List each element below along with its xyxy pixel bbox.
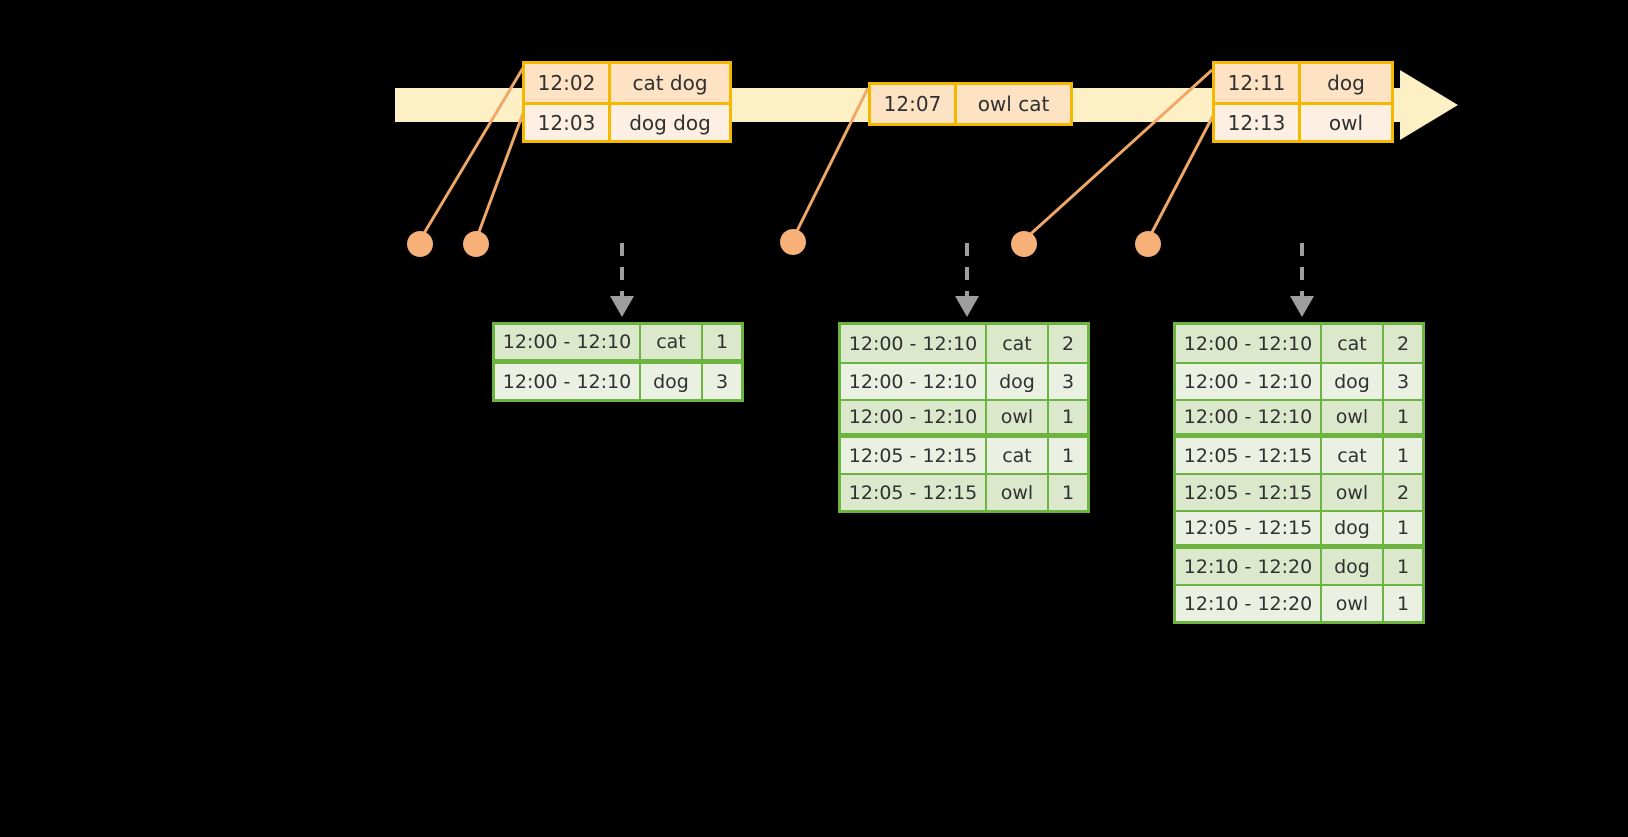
table-row[interactable]: 12:00 - 12:10 cat 2 (841, 325, 1087, 362)
cell-window: 12:00 - 12:10 (841, 364, 987, 399)
cell-key: dog (641, 364, 703, 399)
event-row[interactable]: 12:13 owl (1215, 102, 1391, 140)
connector-line-3 (791, 87, 870, 240)
cell-window: 12:00 - 12:10 (841, 401, 987, 433)
stream-dot-4 (1011, 231, 1037, 257)
table-row[interactable]: 12:00 - 12:10 dog 3 (495, 362, 741, 399)
table-row[interactable]: 12:10 - 12:20 dog 1 (1176, 547, 1422, 584)
stream-dots (407, 229, 1161, 257)
table-row[interactable]: 12:05 - 12:15 owl 2 (1176, 473, 1422, 510)
connector-line-1 (418, 67, 525, 241)
emit-arrows (610, 243, 1314, 317)
emit-arrow-1 (610, 243, 634, 317)
cell-key: cat (641, 325, 703, 359)
table-row[interactable]: 12:00 - 12:10 owl 1 (1176, 399, 1422, 436)
cell-key: dog (1322, 364, 1384, 399)
event-group-3[interactable]: 12:11 dog 12:13 owl (1212, 61, 1394, 143)
event-payload: cat dog (632, 71, 708, 95)
cell-key: cat (1322, 438, 1384, 473)
event-row[interactable]: 12:03 dog dog (525, 102, 729, 140)
cell-key: cat (987, 438, 1049, 473)
cell-window: 12:10 - 12:20 (1176, 549, 1322, 584)
cell-count: 1 (1396, 555, 1410, 578)
cell-key: owl (1322, 586, 1384, 621)
cell-window: 12:00 - 12:10 (1176, 364, 1322, 399)
cell-count: 3 (715, 370, 729, 393)
cell-window: 12:00 - 12:10 (1176, 325, 1322, 362)
stream-dot-3 (780, 229, 806, 255)
result-table-2[interactable]: 12:00 - 12:10 cat 2 12:00 - 12:10 dog 3 … (838, 322, 1090, 513)
event-time: 12:03 (525, 105, 611, 140)
event-payload: owl cat (977, 92, 1050, 116)
cell-key: dog (1322, 512, 1384, 544)
cell-window: 12:00 - 12:10 (841, 325, 987, 362)
cell-window: 12:05 - 12:15 (841, 438, 987, 473)
connector-line-2 (474, 107, 527, 241)
cell-count: 1 (715, 331, 729, 353)
table-row[interactable]: 12:05 - 12:15 owl 1 (841, 473, 1087, 510)
cell-count: 3 (1061, 370, 1075, 393)
emit-arrow-3 (1290, 243, 1314, 317)
table-row[interactable]: 12:00 - 12:10 dog 3 (841, 362, 1087, 399)
table-row[interactable]: 12:00 - 12:10 cat 1 (495, 325, 741, 362)
table-row[interactable]: 12:05 - 12:15 cat 1 (1176, 436, 1422, 473)
event-time: 12:13 (1215, 105, 1301, 140)
cell-key: dog (987, 364, 1049, 399)
stream-dot-1 (407, 231, 433, 257)
cell-key: owl (987, 401, 1049, 433)
event-row[interactable]: 12:07 owl cat (871, 85, 1070, 123)
table-row[interactable]: 12:00 - 12:10 owl 1 (841, 399, 1087, 436)
cell-count: 1 (1061, 481, 1075, 504)
table-row[interactable]: 12:00 - 12:10 dog 3 (1176, 362, 1422, 399)
cell-count: 1 (1396, 517, 1410, 539)
event-time: 12:11 (1215, 64, 1301, 102)
event-time: 12:07 (871, 85, 957, 123)
cell-count: 2 (1396, 481, 1410, 504)
result-table-3[interactable]: 12:00 - 12:10 cat 2 12:00 - 12:10 dog 3 … (1173, 322, 1425, 624)
cell-window: 12:05 - 12:15 (841, 475, 987, 510)
cell-window: 12:00 - 12:10 (1176, 401, 1322, 433)
event-group-1[interactable]: 12:02 cat dog 12:03 dog dog (522, 61, 732, 143)
cell-key: cat (1322, 325, 1384, 362)
table-row[interactable]: 12:05 - 12:15 dog 1 (1176, 510, 1422, 547)
cell-window: 12:10 - 12:20 (1176, 586, 1322, 621)
cell-key: owl (987, 475, 1049, 510)
cell-count: 3 (1396, 370, 1410, 393)
event-group-2[interactable]: 12:07 owl cat (868, 82, 1073, 126)
event-row[interactable]: 12:11 dog (1215, 64, 1391, 102)
cell-count: 1 (1061, 444, 1075, 467)
stream-dot-5 (1135, 231, 1161, 257)
cell-key: cat (987, 325, 1049, 362)
emit-arrow-2 (955, 243, 979, 317)
table-row[interactable]: 12:00 - 12:10 cat 2 (1176, 325, 1422, 362)
cell-count: 2 (1396, 332, 1410, 355)
cell-key: owl (1322, 401, 1384, 433)
cell-count: 2 (1061, 332, 1075, 355)
cell-window: 12:00 - 12:10 (495, 364, 641, 399)
result-table-1[interactable]: 12:00 - 12:10 cat 1 12:00 - 12:10 dog 3 (492, 322, 744, 402)
connector-line-5 (1146, 111, 1217, 241)
event-row[interactable]: 12:02 cat dog (525, 64, 729, 102)
cell-count: 1 (1396, 592, 1410, 615)
event-payload: owl (1328, 110, 1364, 135)
event-payload: dog (1327, 71, 1365, 95)
table-row[interactable]: 12:10 - 12:20 owl 1 (1176, 584, 1422, 621)
cell-window: 12:05 - 12:15 (1176, 438, 1322, 473)
cell-count: 1 (1396, 406, 1410, 428)
table-row[interactable]: 12:05 - 12:15 cat 1 (841, 436, 1087, 473)
cell-count: 1 (1396, 444, 1410, 467)
cell-count: 1 (1061, 406, 1075, 428)
stream-dot-2 (463, 231, 489, 257)
event-payload: dog dog (629, 110, 711, 135)
cell-key: owl (1322, 475, 1384, 510)
cell-window: 12:05 - 12:15 (1176, 512, 1322, 544)
event-time: 12:02 (525, 64, 611, 102)
cell-window: 12:00 - 12:10 (495, 325, 641, 359)
cell-window: 12:05 - 12:15 (1176, 475, 1322, 510)
cell-key: dog (1322, 549, 1384, 584)
